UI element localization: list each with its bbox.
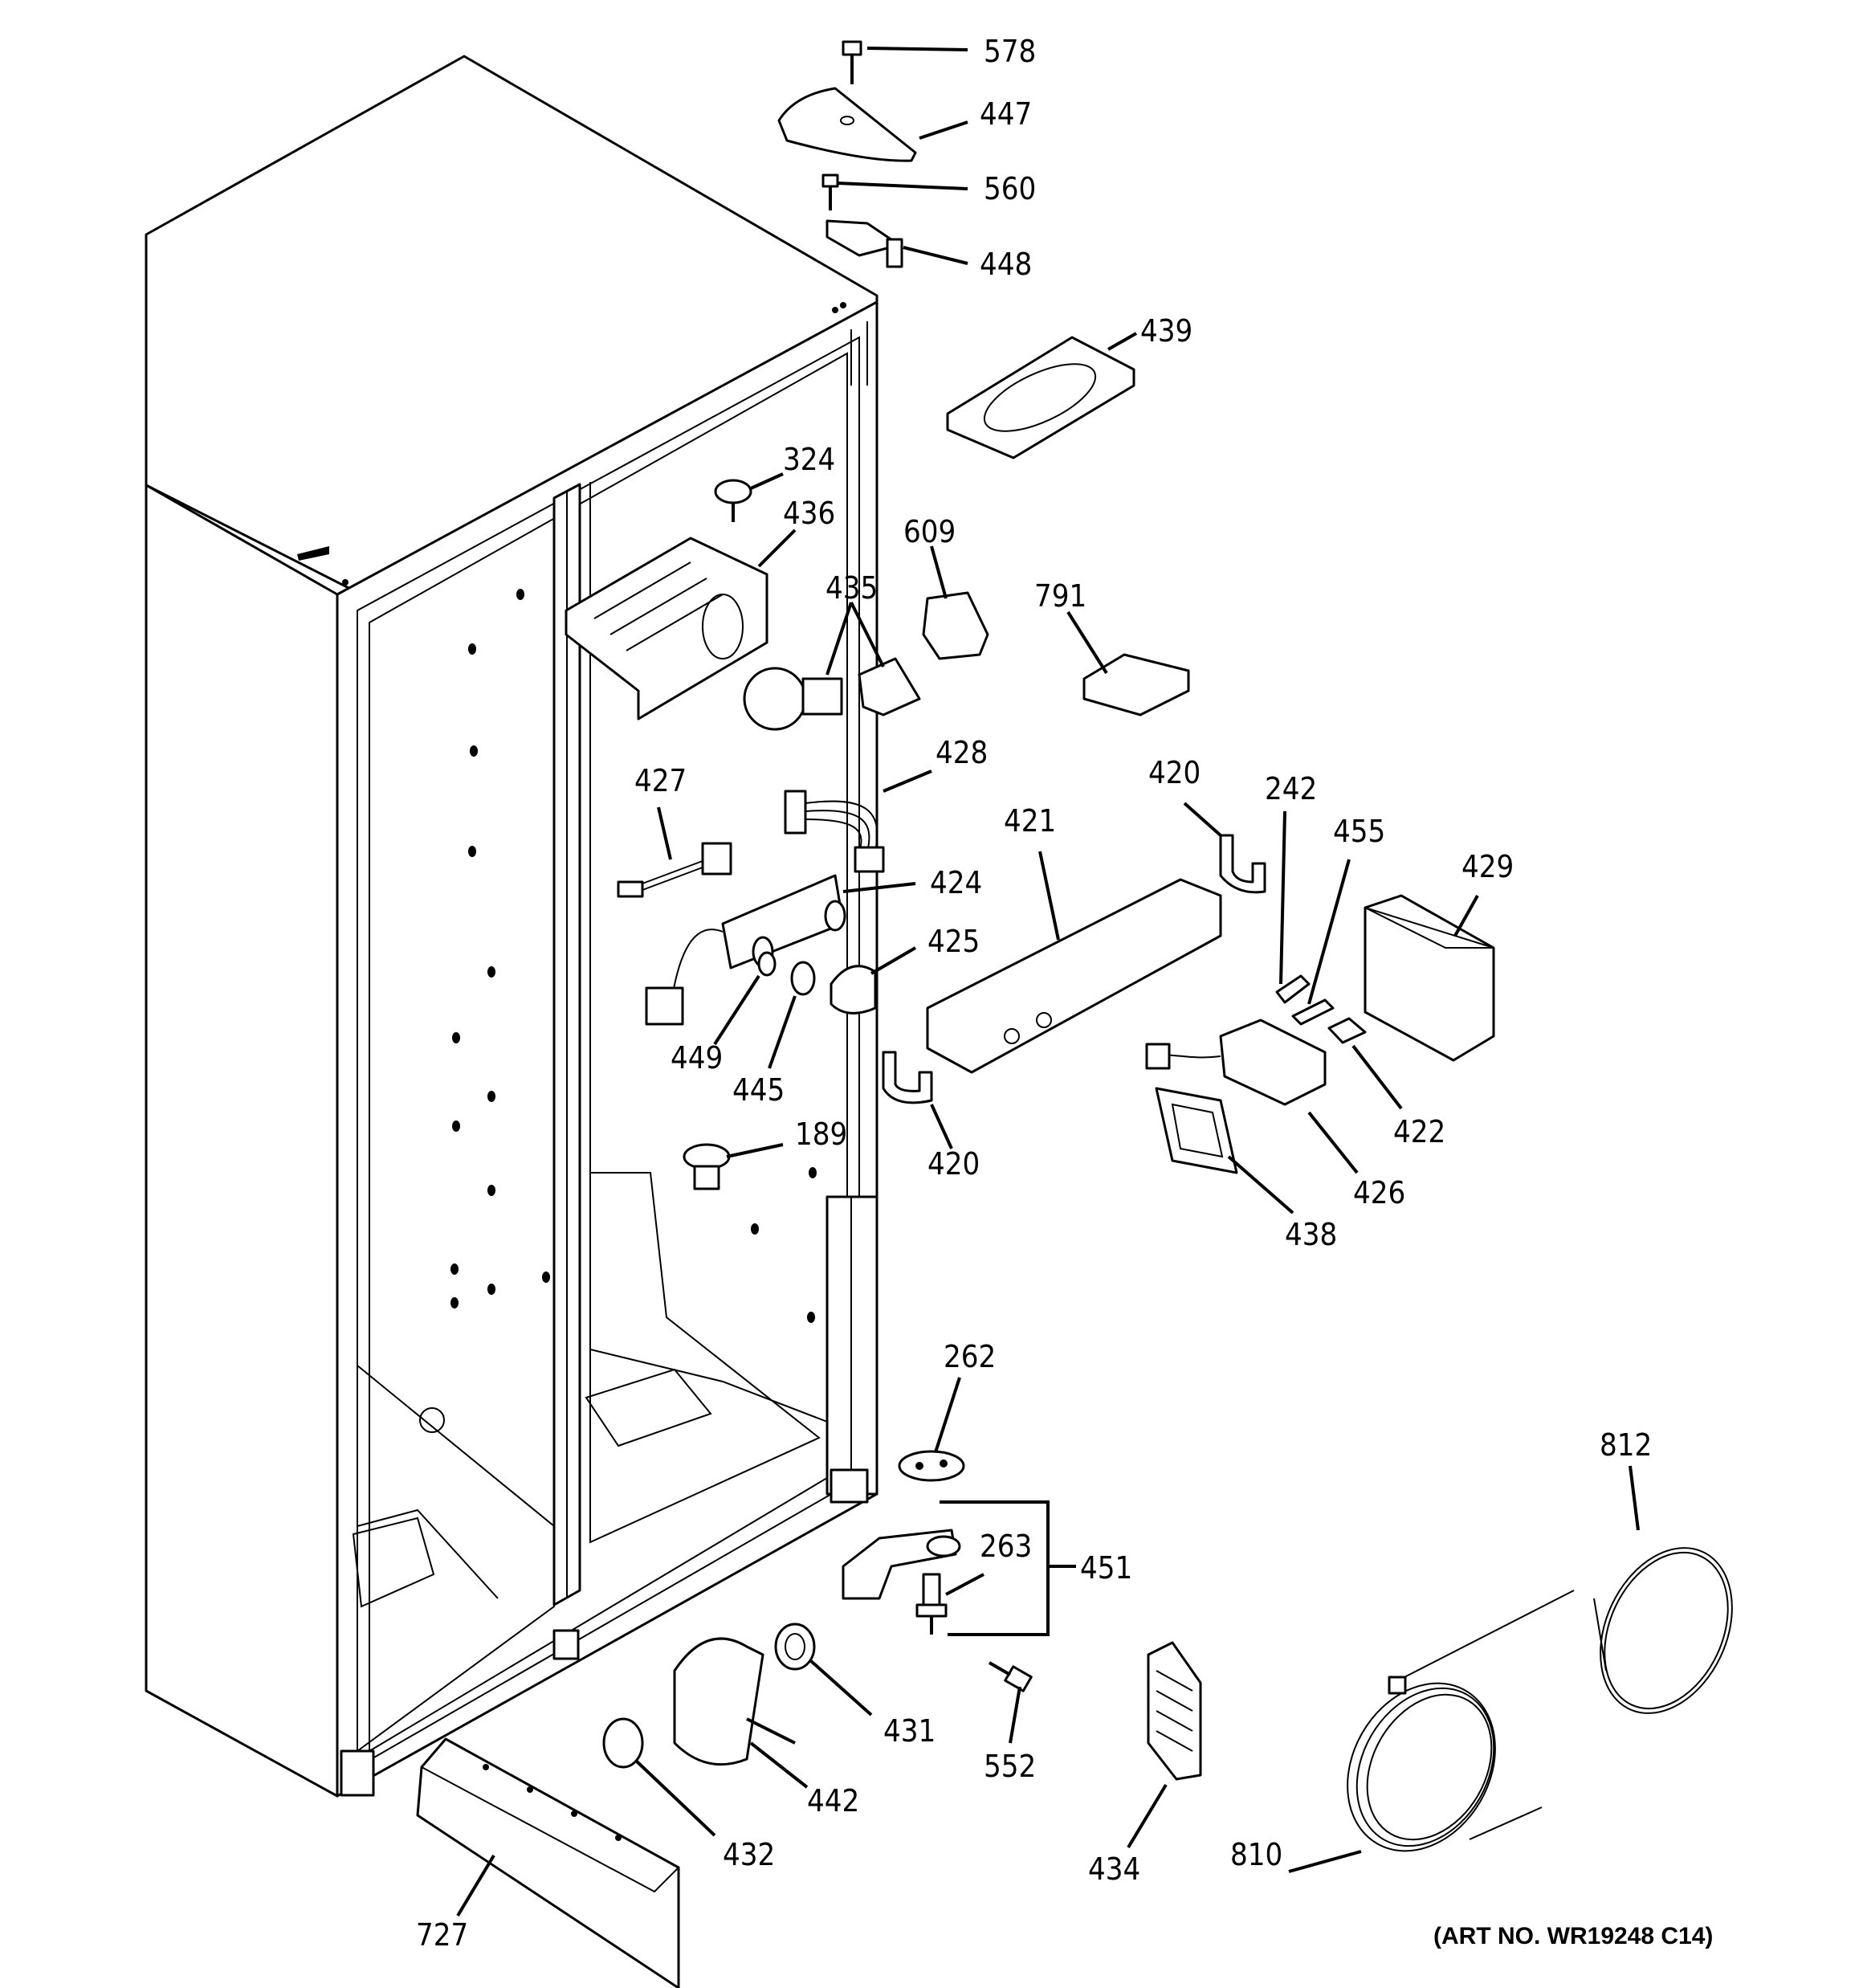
label-439: 439 (1140, 313, 1192, 349)
part-427-wire-harness (617, 842, 732, 898)
part-791-cover (1082, 653, 1190, 716)
label-425: 425 (927, 924, 980, 959)
part-263-pin (915, 1573, 948, 1635)
part-552-screw (989, 1661, 1033, 1692)
label-420-lower: 420 (927, 1146, 980, 1182)
refrigerator-cabinet (145, 55, 879, 1798)
part-420-bracket-upper (1219, 834, 1266, 894)
part-451-hinge-assembly (842, 1500, 1076, 1636)
part-labels: 578 447 560 448 439 324 436 609 435 791 … (416, 34, 1713, 1953)
part-812-tubing (1593, 1547, 1733, 1714)
part-421-housing (926, 878, 1222, 1074)
part-442-cam (673, 1637, 796, 1766)
label-812: 812 (1600, 1427, 1652, 1463)
label-442: 442 (807, 1783, 859, 1819)
label-449: 449 (671, 1040, 723, 1076)
label-434: 434 (1088, 1851, 1140, 1887)
part-189-plug (683, 1143, 731, 1190)
label-421: 421 (1004, 803, 1056, 839)
part-324-push-pin (714, 479, 752, 522)
part-428-wire-harness (784, 790, 885, 873)
label-448: 448 (980, 247, 1032, 282)
label-447: 447 (980, 96, 1032, 132)
part-425-knob (830, 965, 877, 1014)
leader-lines (456, 47, 1640, 1917)
label-438: 438 (1285, 1217, 1337, 1252)
part-242-thermistor (1275, 974, 1311, 1004)
label-420-upper: 420 (1148, 755, 1201, 790)
label-324: 324 (783, 442, 835, 477)
part-432-bushing (602, 1717, 644, 1769)
part-438-bezel (1155, 1087, 1238, 1174)
label-428: 428 (936, 735, 988, 770)
label-455: 455 (1333, 814, 1385, 849)
label-552: 552 (984, 1749, 1036, 1784)
part-445-bushing (790, 961, 816, 996)
part-426-display (1145, 1018, 1327, 1106)
part-447-hinge-cover (777, 87, 917, 162)
label-189: 189 (795, 1116, 847, 1152)
part-436-light-shield (565, 537, 768, 720)
art-number: (ART NO. WR19248 C14) (1433, 1923, 1713, 1949)
part-810-water-line (1347, 1590, 1575, 1852)
label-810: 810 (1230, 1837, 1282, 1872)
part-435-bulb-and-socket (743, 657, 921, 731)
part-262-washer (898, 1450, 965, 1482)
label-262: 262 (944, 1339, 996, 1374)
part-448-hinge (826, 219, 903, 268)
label-451: 451 (1080, 1550, 1132, 1586)
label-432: 432 (723, 1837, 775, 1872)
part-429-control-box (1364, 894, 1495, 1062)
part-420-bracket-lower (882, 1051, 933, 1104)
label-431: 431 (883, 1713, 936, 1749)
label-422: 422 (1393, 1114, 1445, 1149)
label-436: 436 (783, 496, 835, 531)
label-609: 609 (903, 514, 956, 549)
label-791: 791 (1034, 578, 1086, 614)
label-560: 560 (984, 171, 1036, 206)
part-609-switch (922, 591, 989, 660)
part-455-fuse (1291, 998, 1335, 1026)
part-449-shaft (757, 951, 777, 977)
part-422-connector (1327, 1017, 1367, 1044)
label-727: 727 (416, 1917, 468, 1953)
label-263: 263 (980, 1529, 1032, 1564)
part-434-grille (1147, 1641, 1202, 1781)
part-560-screw (821, 173, 839, 210)
label-242: 242 (1265, 771, 1317, 806)
label-429: 429 (1461, 849, 1514, 884)
label-445: 445 (732, 1072, 785, 1108)
label-578: 578 (984, 34, 1036, 69)
label-435: 435 (826, 570, 878, 606)
label-427: 427 (634, 763, 687, 798)
part-439-cover-tray (946, 336, 1135, 459)
label-424: 424 (930, 865, 982, 900)
part-727-kickplate (416, 1737, 680, 1988)
part-431-bushing (774, 1623, 816, 1671)
label-426: 426 (1353, 1175, 1405, 1210)
part-578-screw (842, 40, 862, 84)
